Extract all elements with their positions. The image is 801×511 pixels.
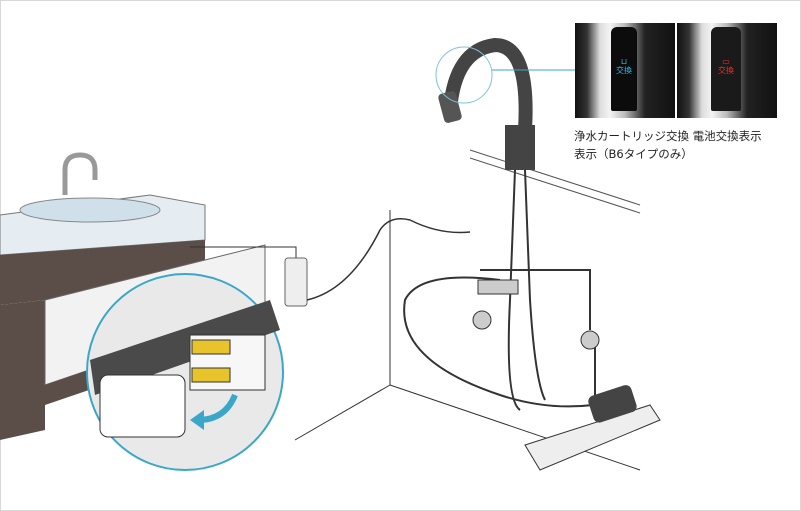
battery-change-label: 交換 bbox=[718, 66, 734, 75]
battery-icon: ▭ 交換 bbox=[718, 57, 734, 75]
filter-indicator-photo: ⊔ 交換 bbox=[575, 23, 675, 118]
filter-cartridge-icon: ⊔ 交換 bbox=[616, 57, 632, 75]
battery-inset bbox=[86, 273, 284, 471]
faucet bbox=[435, 37, 576, 170]
filter-change-label: 交換 bbox=[616, 66, 632, 75]
wall-hatch bbox=[469, 149, 641, 214]
battery-indicator-photo: ▭ 交換 bbox=[677, 23, 777, 118]
caption-line-2: 表示（B6タイプのみ） bbox=[574, 147, 693, 161]
control-unit bbox=[284, 257, 308, 307]
room-lines bbox=[294, 210, 641, 471]
caption-line-1: 浄水カートリッジ交換 電池交換表示 bbox=[574, 129, 762, 143]
valves bbox=[472, 279, 600, 350]
filter-unit bbox=[524, 385, 661, 471]
indicator-caption: 浄水カートリッジ交換 電池交換表示 表示（B6タイプのみ） bbox=[574, 127, 762, 163]
hoses bbox=[403, 169, 621, 411]
